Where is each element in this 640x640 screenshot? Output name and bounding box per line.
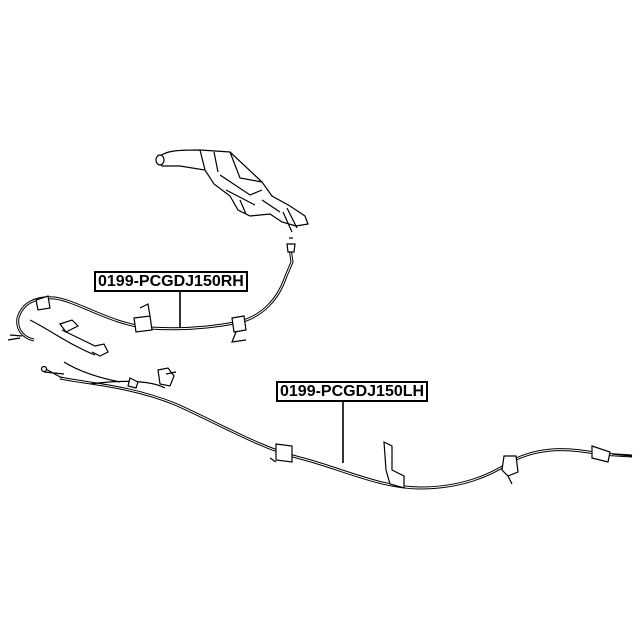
part-label-rh[interactable]: 0199-PCGDJ150RH <box>94 271 248 292</box>
parking-brake-lever <box>155 149 309 233</box>
lh-cable <box>40 361 633 490</box>
rh-cable <box>7 237 296 357</box>
part-label-lh[interactable]: 0199-PCGDJ150LH <box>276 381 429 402</box>
